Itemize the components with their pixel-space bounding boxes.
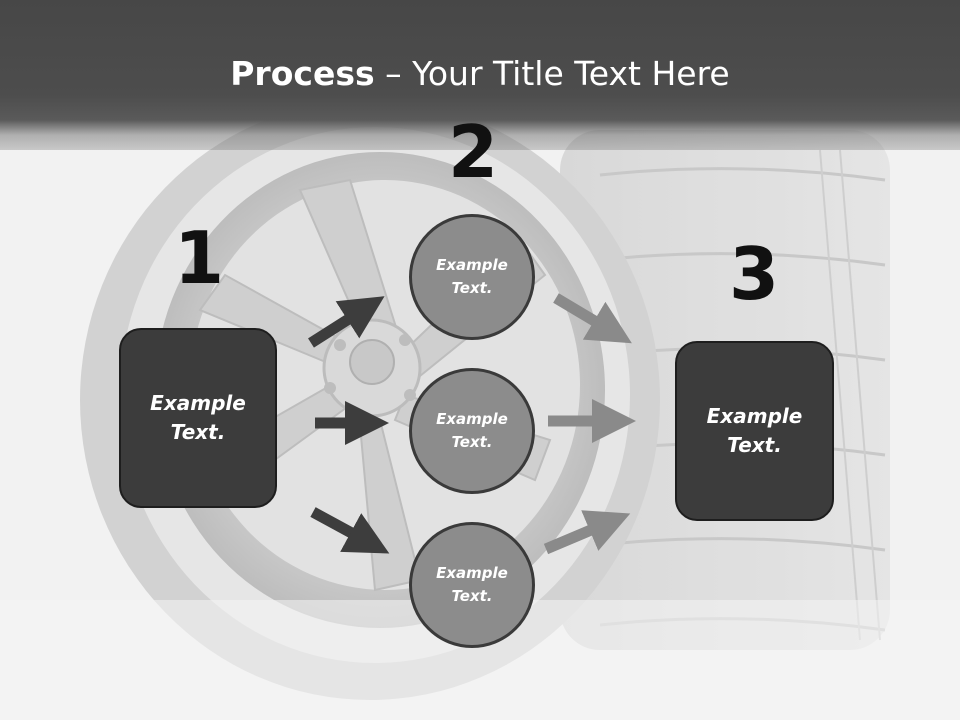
step2-circle-bottom: Example Text.: [409, 522, 535, 648]
step2-circle-middle: Example Text.: [409, 368, 535, 494]
circle-top-line2: Text.: [451, 279, 493, 297]
step1-text-line1: Example: [150, 391, 246, 415]
step-number-1: 1: [173, 216, 225, 300]
circle-bottom-line2: Text.: [451, 587, 493, 605]
step3-text-line2: Text.: [727, 433, 782, 457]
title-bold: Process: [230, 54, 375, 93]
circle-top-line1: Example: [436, 256, 508, 274]
arrow-circle-top-to-3: [553, 293, 632, 344]
title-rest: – Your Title Text Here: [374, 54, 730, 93]
step3-text-line1: Example: [706, 404, 803, 428]
arrow-circle-bottom-to-3: [543, 510, 631, 555]
circle-bottom-line1: Example: [436, 564, 508, 582]
circle-middle-text: Example Text.: [436, 408, 508, 454]
arrow-1-to-circle-bottom: [310, 507, 390, 554]
circle-middle-line1: Example: [436, 410, 508, 428]
step2-circle-top: Example Text.: [409, 214, 535, 340]
step1-text-line2: Text.: [170, 420, 226, 444]
step1-text: Example Text.: [150, 389, 246, 447]
step-number-3: 3: [728, 232, 780, 316]
step1-box: Example Text.: [119, 328, 277, 508]
circle-top-text: Example Text.: [436, 254, 508, 300]
circle-middle-line2: Text.: [451, 433, 493, 451]
circle-bottom-text: Example Text.: [436, 562, 508, 608]
arrow-1-to-circle-top: [308, 296, 385, 348]
title-band: [0, 0, 960, 150]
slide-title: Process – Your Title Text Here: [0, 52, 960, 96]
step3-text: Example Text.: [707, 402, 803, 460]
step3-box: Example Text.: [675, 341, 834, 521]
step-number-2: 2: [447, 110, 499, 194]
